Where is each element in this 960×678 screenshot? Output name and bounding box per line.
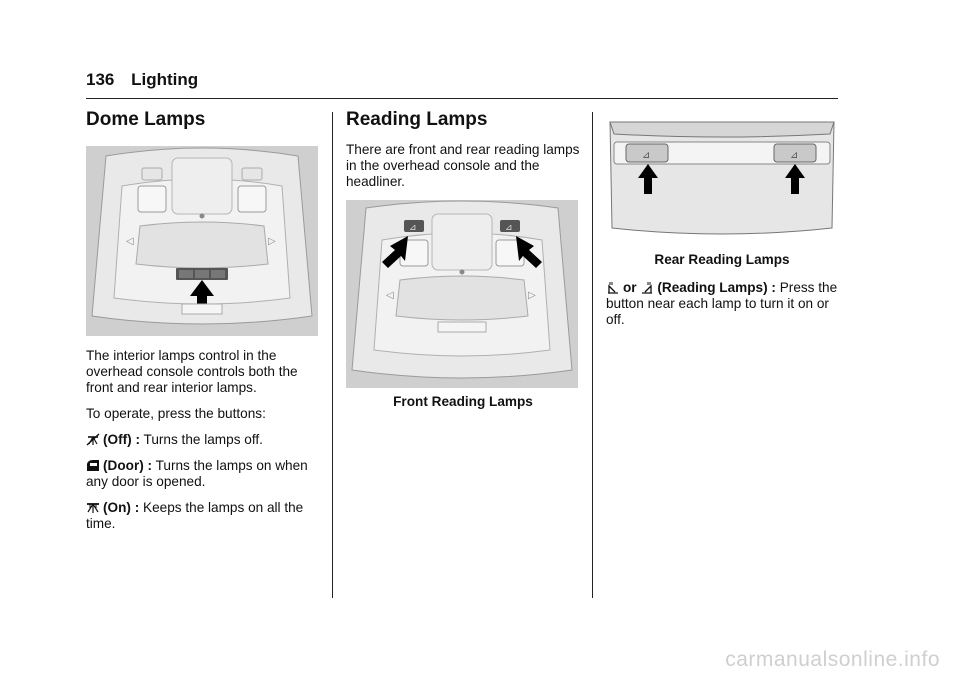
svg-text:⊿: ⊿ [409, 222, 417, 232]
dome-item-off-term: (Off) : [103, 432, 140, 447]
reading-lamp-left-icon [608, 282, 618, 294]
reading-lamps-desc: Press the button near each lamp to turn … [606, 280, 838, 327]
page-number: 136 [86, 70, 115, 89]
dome-item-off-desc: Turns the lamps off. [143, 432, 263, 447]
svg-text:▷: ▷ [268, 236, 276, 247]
column-divider-2 [592, 112, 593, 598]
dome-item-off: (Off) : Turns the lamps off. [86, 432, 318, 448]
page-header: 136 Lighting [86, 70, 198, 90]
dome-lamps-column: Dome Lamps ◁ ▷ The interior lamps contro… [86, 108, 318, 542]
column-divider-1 [332, 112, 333, 598]
svg-text:⊿: ⊿ [642, 150, 650, 161]
svg-text:⊿: ⊿ [790, 150, 798, 161]
lamp-off-icon [86, 433, 100, 446]
dome-lamps-heading: Dome Lamps [86, 109, 206, 130]
lamp-on-icon [87, 503, 99, 513]
door-icon [87, 460, 99, 471]
rear-reading-lamps-caption: Rear Reading Lamps [654, 252, 790, 267]
reading-lamps-heading: Reading Lamps [346, 109, 488, 130]
front-reading-lamps-figure: ⊿ ⊿ ◁ ▷ [346, 200, 578, 388]
watermark-text: carmanualsonline.info [725, 648, 940, 671]
rear-reading-column: ⊿ ⊿ Rear Reading Lamps or (Reading Lamps… [606, 118, 838, 338]
reading-lamps-item: or (Reading Lamps) : Press the button ne… [606, 280, 838, 328]
dome-item-door-desc: Turns the lamps on when any door is open… [86, 458, 308, 489]
front-reading-lamps-caption: Front Reading Lamps [393, 394, 533, 409]
dome-item-door: (Door) : Turns the lamps on when any doo… [86, 458, 318, 490]
reading-lamps-term: (Reading Lamps) : [657, 280, 776, 295]
svg-text:◁: ◁ [386, 290, 394, 301]
section-title: Lighting [131, 70, 199, 89]
svg-text:⊿: ⊿ [505, 222, 513, 232]
dome-item-on: (On) : Keeps the lamps on all the time. [86, 500, 318, 532]
or-text: or [623, 280, 637, 295]
dome-instruction-text: To operate, press the buttons: [86, 406, 266, 421]
dome-lamps-figure: ◁ ▷ [86, 146, 318, 336]
dome-item-on-desc: Keeps the lamps on all the time. [86, 500, 304, 531]
svg-text:◁: ◁ [126, 236, 134, 247]
svg-text:▷: ▷ [528, 290, 536, 301]
header-rule [86, 98, 838, 99]
reading-lamps-column: Reading Lamps There are front and rear r… [346, 108, 580, 422]
dome-item-on-term: (On) : [103, 500, 140, 515]
rear-reading-lamps-figure: ⊿ ⊿ [606, 118, 838, 238]
reading-lamp-right-icon [642, 282, 653, 294]
dome-intro-text: The interior lamps control in the overhe… [86, 348, 298, 395]
dome-item-door-term: (Door) : [103, 458, 153, 473]
reading-intro-text: There are front and rear reading lamps i… [346, 142, 580, 189]
